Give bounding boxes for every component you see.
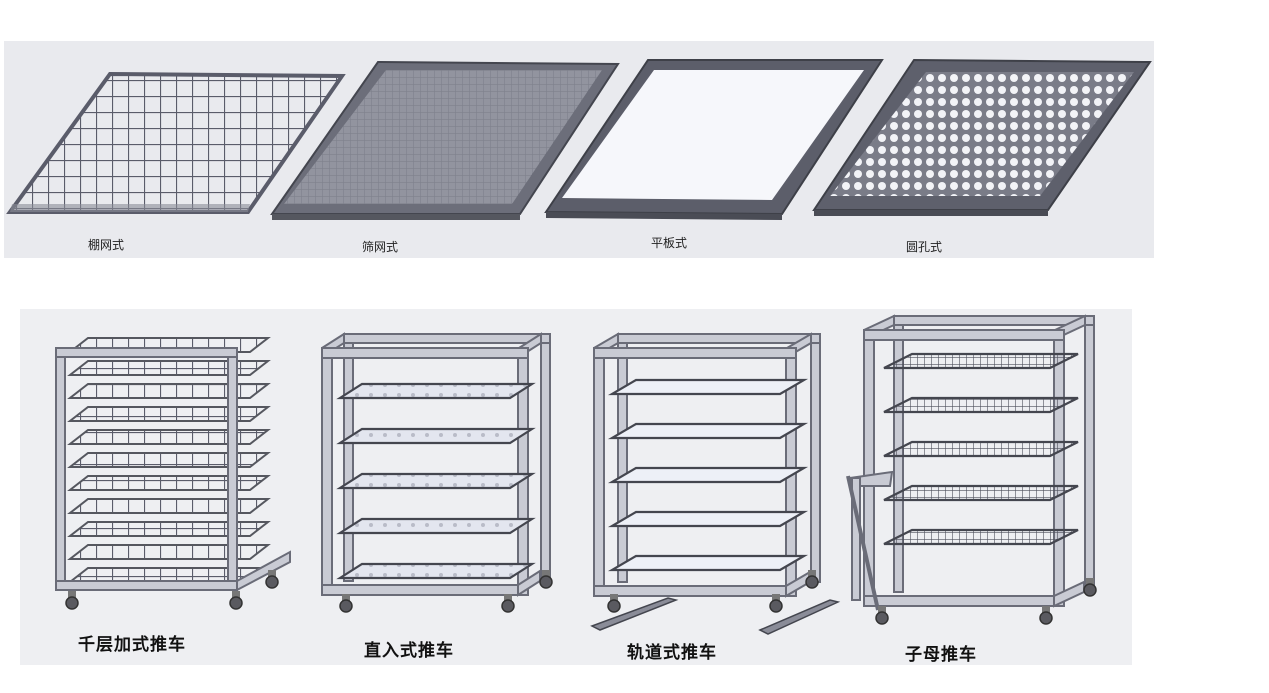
- perforated-tray-icon: [812, 58, 1152, 216]
- nested-cart-icon: [846, 314, 1097, 625]
- cart-label-direct-entry: 直入式推车: [364, 641, 454, 661]
- grid-mesh-tray-icon: [6, 71, 346, 214]
- multi-layer-cart-icon: [55, 337, 291, 610]
- direct-entry-cart-icon: [321, 332, 553, 613]
- tray-label-fine-mesh: 筛网式: [362, 240, 399, 254]
- cart-label-multi-layer: 千层加式推车: [78, 635, 186, 655]
- cart-label-nested: 子母推车: [905, 645, 977, 665]
- tray-label-grid-mesh: 棚网式: [88, 238, 125, 252]
- tray-label-flat: 平板式: [651, 236, 688, 250]
- flat-tray-icon: [544, 59, 884, 220]
- tray-label-perforated: 圆孔式: [906, 240, 943, 254]
- rail-cart-icon: [590, 332, 841, 635]
- fine-mesh-tray-icon: [270, 60, 620, 220]
- cart-label-rail: 轨道式推车: [627, 643, 717, 663]
